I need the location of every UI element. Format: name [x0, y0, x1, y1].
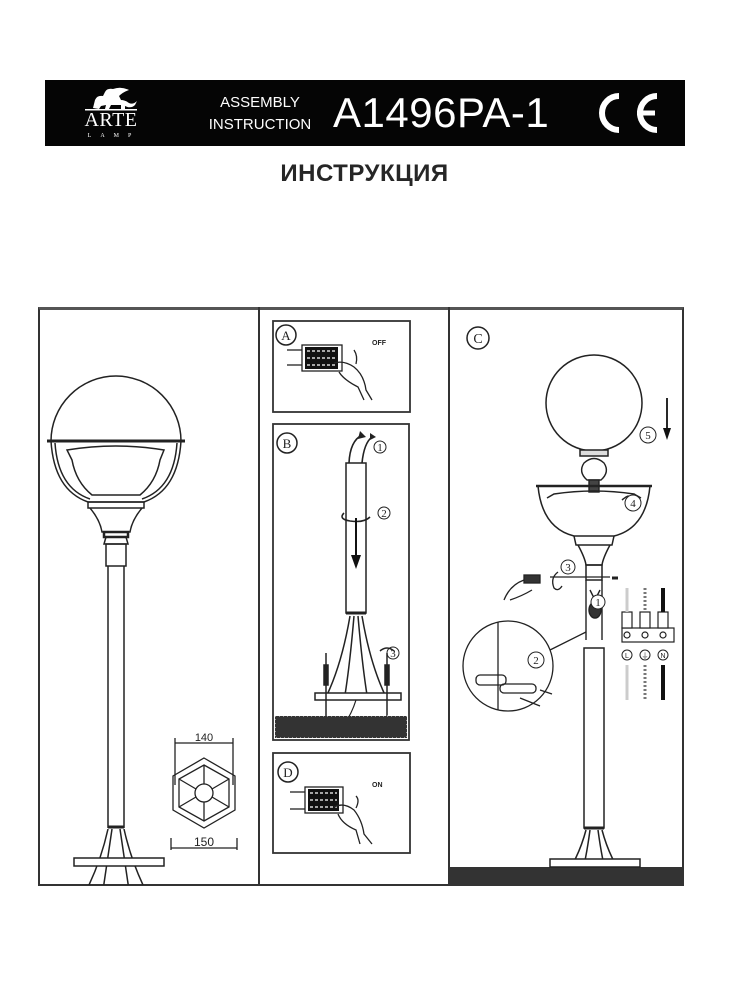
- arrow-head-icon: [358, 431, 366, 439]
- screwdriver-hand-icon: [503, 571, 563, 601]
- lamp-overview-drawing: [47, 375, 185, 885]
- assembly-line-1: ASSEMBLY: [220, 94, 300, 111]
- switch-state-on: ON: [372, 782, 383, 789]
- substep-4: 4: [630, 498, 636, 510]
- step-d-badge: D: [277, 761, 299, 783]
- step-a-panel: A OFF: [272, 320, 411, 413]
- brand-logo: ARTE LAMP: [71, 86, 151, 142]
- pole-drawing: [560, 647, 628, 883]
- terminal-ground: ⏚: [642, 652, 649, 660]
- ground-hatch: [450, 867, 683, 885]
- hand-icon: [333, 349, 373, 401]
- assembly-line-2: INSTRUCTION: [208, 116, 312, 133]
- substep-1: 1: [377, 442, 383, 454]
- arrow-head-icon: [370, 433, 376, 440]
- step-a-label: A: [281, 328, 291, 343]
- breaker-switch-on-icon: [290, 786, 344, 814]
- step-c-badge: C: [466, 326, 490, 350]
- pole-drawing: [326, 462, 386, 696]
- panel-divider-left: [258, 307, 260, 886]
- step-a-badge: A: [275, 324, 297, 346]
- substep-2: 2: [533, 655, 539, 667]
- base-dimension-diagram: [170, 738, 238, 850]
- anchor-bolts: [323, 647, 395, 725]
- terminal-live: L: [625, 653, 629, 660]
- ce-mark-icon: [599, 93, 658, 133]
- step-d-panel: D ON: [272, 752, 411, 854]
- substep-3: 3: [565, 562, 571, 574]
- step-b-substeps: 1 2 3: [373, 440, 400, 660]
- wiring-detail-magnifier: [462, 620, 587, 712]
- breaker-switch-off-icon: [287, 344, 343, 372]
- dimension-top-width: 140: [195, 732, 213, 744]
- substep-3: 3: [390, 648, 396, 660]
- lamp-base-plate: [73, 857, 165, 867]
- brand-name: ARTE: [84, 109, 138, 131]
- step-c-panel: C: [450, 326, 683, 885]
- down-arrow-icon: [663, 398, 671, 440]
- down-arrow-icon: [351, 518, 361, 569]
- page-subtitle: ИНСТРУКЦИЯ: [280, 160, 449, 187]
- step-b-panel: B 1 2 3: [272, 423, 410, 741]
- header-bar: ARTE LAMP ASSEMBLY INSTRUCTION A1496PA-1: [45, 80, 685, 146]
- substep-1: 1: [595, 597, 601, 609]
- griffin-icon: [85, 87, 137, 111]
- brand-subname: LAMP: [87, 133, 141, 139]
- model-number: A1496PA-1: [333, 89, 550, 136]
- instructions-frame: [38, 307, 684, 886]
- overview-panel: 140 150: [47, 375, 238, 885]
- lamp-bowl: [536, 484, 652, 581]
- switch-state-off: OFF: [372, 340, 387, 347]
- step-c-label: C: [473, 332, 482, 347]
- terminal-neutral: N: [660, 653, 665, 660]
- ground-hatch: [275, 716, 407, 738]
- substep-2: 2: [381, 508, 387, 520]
- globe-shade: [545, 354, 643, 457]
- step-b-label: B: [283, 436, 292, 451]
- step-c-substeps: 1 2 3 4 5: [527, 426, 657, 669]
- wiring-area: [550, 576, 618, 640]
- base-plate-top: [549, 858, 641, 868]
- substep-5: 5: [645, 430, 651, 442]
- hand-icon: [333, 795, 373, 845]
- terminal-block: [621, 588, 675, 700]
- panel-divider-right: [448, 307, 450, 886]
- assembly-instruction-label: ASSEMBLY INSTRUCTION: [195, 92, 325, 136]
- step-d-label: D: [283, 765, 292, 780]
- terminal-labels: L ⏚ N: [621, 649, 669, 661]
- dimension-bottom-width: 150: [194, 835, 214, 849]
- base-plate: [314, 692, 402, 701]
- step-b-badge: B: [276, 432, 298, 454]
